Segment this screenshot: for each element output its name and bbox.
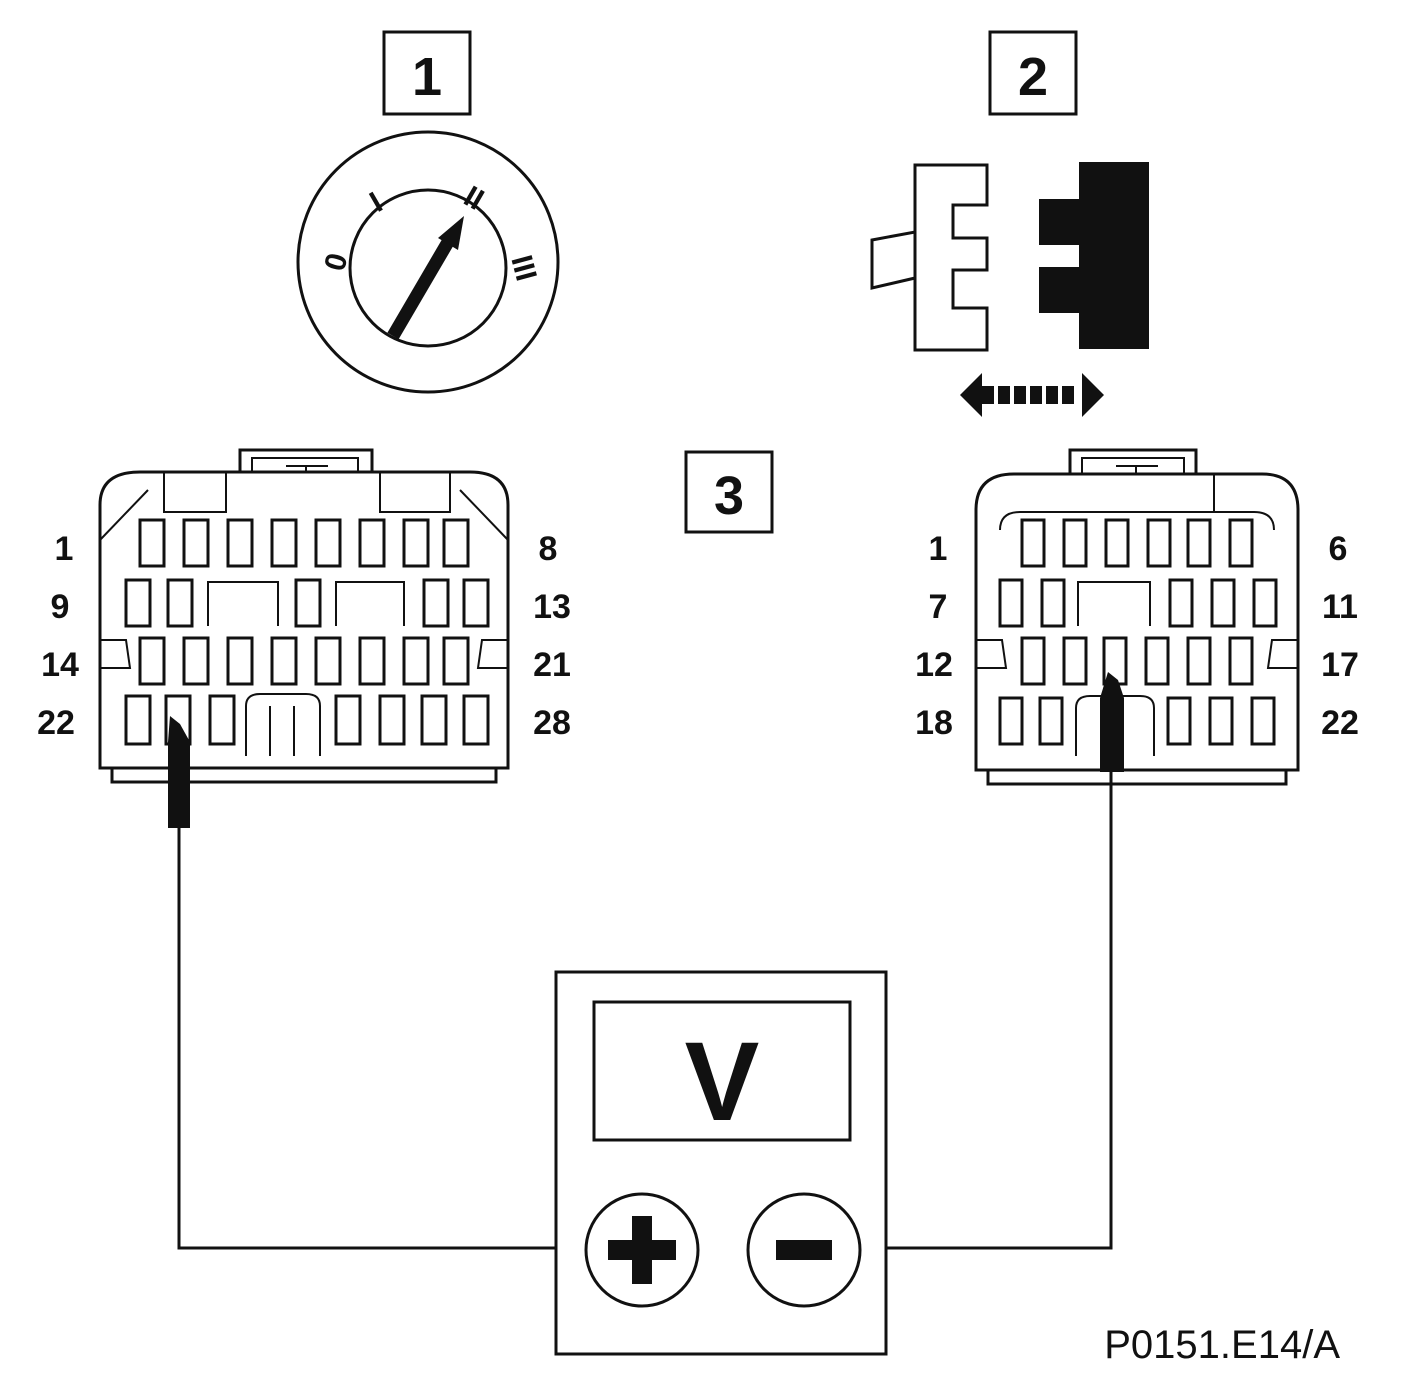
step-2-label: 2 [1018,47,1048,107]
connector-left: 1 9 14 22 8 13 21 28 [37,448,571,784]
left-row-label-14: 14 [41,646,79,684]
negative-terminal [746,1192,862,1308]
positive-terminal [584,1192,700,1308]
connector-right: 1 7 12 18 6 11 17 22 [915,448,1359,786]
minus-icon [776,1240,832,1260]
left-row-label-8: 8 [539,530,558,568]
right-row-label-18: 18 [915,704,953,742]
figure-code: P0151.E14/A [1104,1323,1340,1367]
voltmeter-display [592,1000,852,1142]
step-1-box: 1 [382,30,472,116]
left-row-label-22: 22 [37,704,75,742]
right-row-label-1: 1 [929,530,948,568]
left-row-label-1: 1 [55,530,74,568]
step-3-box: 3 [684,450,774,534]
step-1-label: 1 [412,47,442,107]
right-row-label-22: 22 [1321,704,1359,742]
probe-positive [168,716,190,828]
plus-icon-v [632,1216,652,1284]
right-row-label-17: 17 [1321,646,1359,684]
probe-negative [1100,672,1124,772]
wire-negative [862,772,1113,1250]
voltmeter: V [554,970,888,1356]
double-arrow-icon [960,373,1104,417]
ignition-key-arrow-icon [387,216,464,340]
right-row-label-12: 12 [915,646,953,684]
wire-positive [177,828,584,1250]
ignition-switch: 0 I II III [296,130,560,394]
right-row-label-6: 6 [1329,530,1348,568]
right-row-label-7: 7 [929,588,948,626]
left-row-label-9: 9 [51,588,70,626]
right-row-label-11: 11 [1322,588,1358,626]
step-3-label: 3 [714,466,744,526]
left-row-label-13: 13 [533,588,571,626]
step-2-box: 2 [988,30,1078,116]
left-row-label-21: 21 [533,646,571,684]
voltmeter-display-symbol: V [685,1019,760,1144]
left-row-label-28: 28 [533,704,571,742]
connector-unplug-icon [870,162,1149,417]
